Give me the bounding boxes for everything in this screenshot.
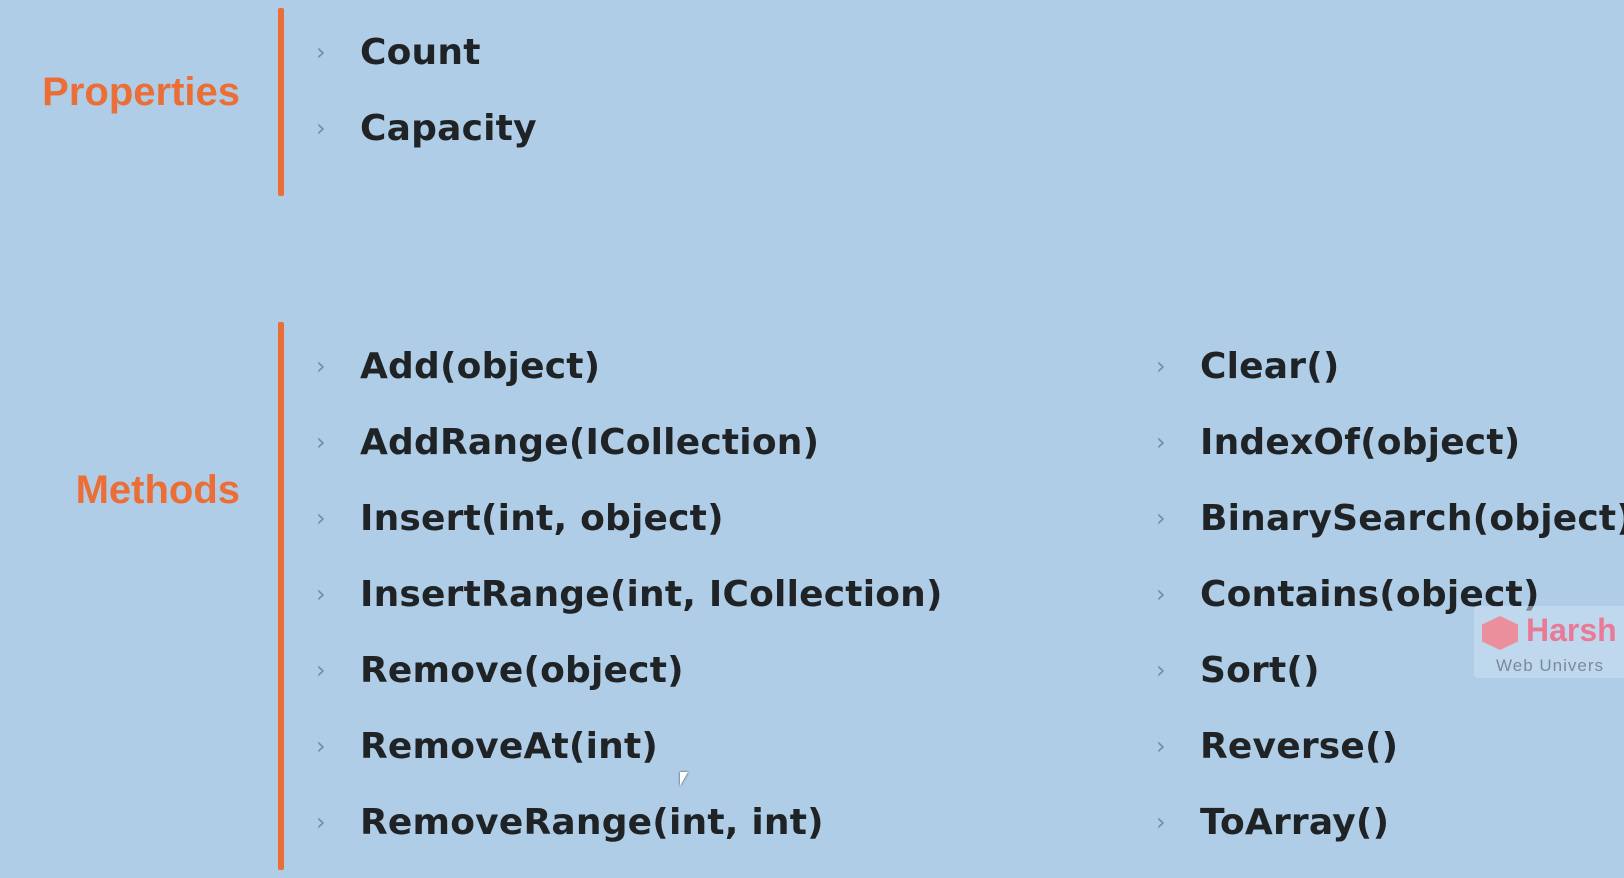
chevron-right-icon: ›	[316, 732, 326, 760]
chevron-right-icon: ›	[316, 38, 326, 66]
method-name: Clear()	[1200, 345, 1340, 387]
chevron-right-icon: ›	[1156, 352, 1166, 380]
list-item: › AddRange(ICollection)	[316, 404, 943, 480]
methods-list-left: › Add(object) › AddRange(ICollection) › Ins…	[316, 328, 943, 860]
channel-watermark: Harsh Web Univers	[1474, 606, 1624, 678]
list-item: › Insert(int, object)	[316, 480, 943, 556]
list-item: › RemoveAt(int)	[316, 708, 943, 784]
property-name: Capacity	[360, 107, 537, 149]
chevron-right-icon: ›	[1156, 428, 1166, 456]
list-item: › Remove(object)	[316, 632, 943, 708]
chevron-right-icon: ›	[316, 808, 326, 836]
properties-list: › Count › Capacity	[316, 14, 537, 166]
method-name: Remove(object)	[360, 649, 684, 691]
chevron-right-icon: ›	[1156, 732, 1166, 760]
chevron-right-icon: ›	[1156, 504, 1166, 532]
chevron-right-icon: ›	[1156, 656, 1166, 684]
method-name: Reverse()	[1200, 725, 1399, 767]
harsha-logo-icon	[1482, 616, 1518, 650]
chevron-right-icon: ›	[316, 580, 326, 608]
list-item: › ToArray()	[1156, 784, 1624, 860]
chevron-right-icon: ›	[316, 656, 326, 684]
list-item: › InsertRange(int, ICollection)	[316, 556, 943, 632]
method-name: Insert(int, object)	[360, 497, 724, 539]
method-name: AddRange(ICollection)	[360, 421, 820, 463]
properties-heading: Properties	[42, 70, 240, 114]
chevron-right-icon: ›	[316, 352, 326, 380]
method-name: BinarySearch(object)	[1200, 497, 1624, 539]
watermark-subtitle: Web Univers	[1496, 656, 1604, 675]
chevron-right-icon: ›	[316, 428, 326, 456]
method-name: Sort()	[1200, 649, 1320, 691]
method-name: Add(object)	[360, 345, 601, 387]
list-item: › BinarySearch(object)	[1156, 480, 1624, 556]
methods-list-right: › Clear() › IndexOf(object) › BinarySearch(…	[1156, 328, 1624, 860]
method-name: InsertRange(int, ICollection)	[360, 573, 943, 615]
method-name: RemoveRange(int, int)	[360, 801, 824, 843]
mouse-pointer-icon	[680, 772, 688, 786]
list-item: › Capacity	[316, 90, 537, 166]
properties-divider	[278, 8, 284, 196]
list-item: › Sort()	[1156, 632, 1624, 708]
methods-heading: Methods	[75, 468, 240, 512]
list-item: › Clear()	[1156, 328, 1624, 404]
list-item: › Count	[316, 14, 537, 90]
property-name: Count	[360, 31, 481, 73]
method-name: RemoveAt(int)	[360, 725, 659, 767]
method-name: IndexOf(object)	[1200, 421, 1521, 463]
list-item: › Reverse()	[1156, 708, 1624, 784]
list-item: › RemoveRange(int, int)	[316, 784, 943, 860]
chevron-right-icon: ›	[316, 114, 326, 142]
chevron-right-icon: ›	[316, 504, 326, 532]
methods-divider	[278, 322, 284, 870]
list-item: › Add(object)	[316, 328, 943, 404]
chevron-right-icon: ›	[1156, 580, 1166, 608]
watermark-name: Harsh	[1526, 612, 1617, 648]
chevron-right-icon: ›	[1156, 808, 1166, 836]
list-item: › IndexOf(object)	[1156, 404, 1624, 480]
method-name: ToArray()	[1200, 801, 1390, 843]
